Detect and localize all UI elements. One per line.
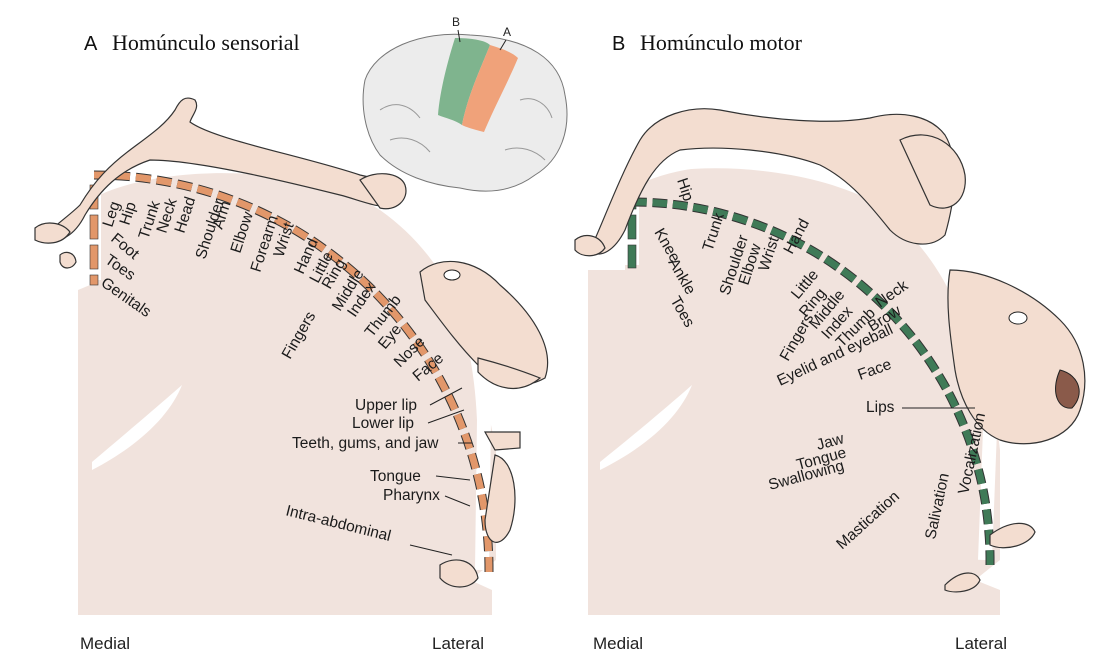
panel-a-homunculus-eye [444, 270, 460, 280]
cortex-segment [628, 245, 636, 268]
panel-a-label-teeth: Teeth, gums, and jaw [292, 435, 439, 452]
panel-b-letter: B [612, 33, 625, 55]
cortex-segment [477, 474, 480, 489]
panel-b-medial-label: Medial [593, 634, 643, 653]
cortex-segment [693, 207, 708, 210]
brain-inset-label-b: B [452, 15, 460, 29]
panel-a-lateral-label: Lateral [432, 634, 484, 653]
cortex-segment [986, 510, 988, 525]
panel-a-homunculus-genitals [60, 252, 76, 268]
cortex-segment [157, 180, 172, 183]
cortex-segment [218, 195, 232, 200]
panel-b-homunculus-eye [1009, 312, 1027, 324]
cortex-segment [90, 245, 98, 269]
panel-a-medial-label: Medial [80, 634, 130, 653]
cortex-segment [177, 184, 192, 187]
cortex-segment [472, 454, 476, 469]
panel-a-label-lower-lip: Lower lip [352, 415, 414, 432]
panel-a-label-upper-lip: Upper lip [355, 397, 417, 414]
panel-a-title: Homúnculo sensorial [112, 30, 300, 55]
panel-a-label-tongue: Tongue [370, 468, 421, 485]
cortex-segment [90, 215, 98, 239]
cortex-segment [465, 434, 470, 448]
cortex-segment [90, 275, 98, 285]
cortex-segment [733, 217, 747, 222]
cortex-segment [488, 536, 489, 551]
cortex-segment [482, 495, 485, 510]
cortex-segment [198, 189, 213, 193]
cortex-segment [752, 223, 766, 228]
panel-b-label-lips: Lips [866, 399, 895, 416]
panel-a-letter: A [84, 33, 98, 55]
cortex-segment [978, 469, 982, 483]
panel-b-lateral-label: Lateral [955, 634, 1007, 653]
cortex-segment [983, 489, 986, 504]
cortex-segment [136, 177, 151, 179]
brain-inset-label-a: A [503, 25, 511, 39]
panel-b-title: Homúnculo motor [640, 30, 803, 55]
panel-b: Hip Trunk Shoulder Elbow Wrist Hand Litt… [575, 30, 1085, 653]
cortex-segment [673, 204, 688, 206]
cortex-segment [653, 203, 668, 204]
brain-inset: B A [363, 15, 567, 191]
panel-a-label-pharynx: Pharynx [383, 487, 440, 504]
